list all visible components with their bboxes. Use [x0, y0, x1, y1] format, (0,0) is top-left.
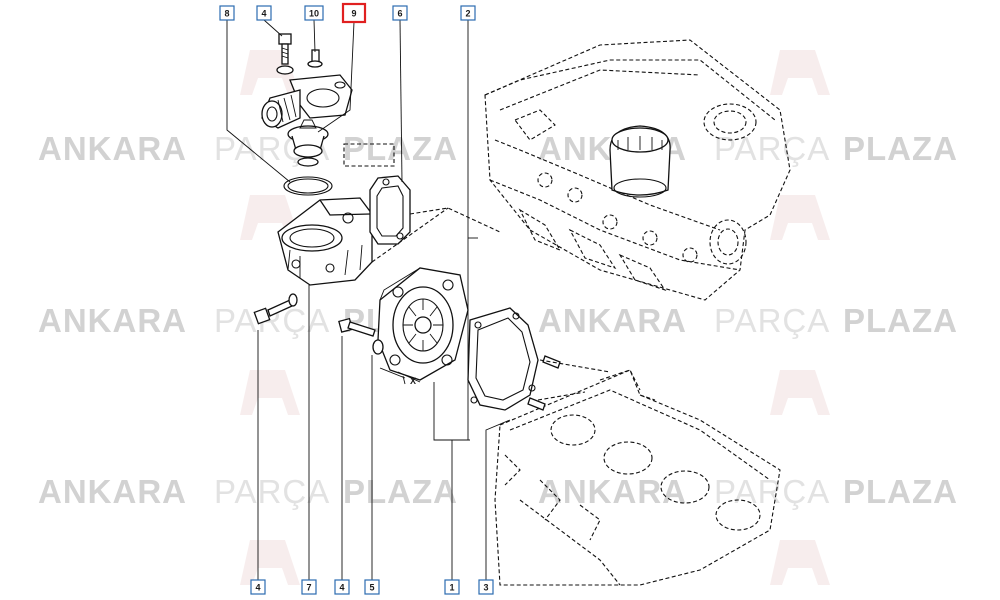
- bolt-housing: [253, 293, 298, 325]
- leader-lines: [226, 19, 611, 580]
- callout-8[interactable]: 8: [219, 5, 235, 21]
- callout-label: 1: [449, 583, 454, 593]
- bleed-screw: [307, 49, 323, 68]
- callout-6[interactable]: 6: [392, 5, 408, 21]
- callout-label: 9: [351, 9, 356, 19]
- thermostat: [287, 119, 329, 167]
- seal-ring: [283, 176, 333, 196]
- callout-label: 7: [306, 583, 311, 593]
- wm-word-3: PLAZA: [843, 130, 958, 167]
- watermark-row-1: ANKARA PARÇA PLAZA ANKARA PARÇA PLAZA: [38, 130, 958, 167]
- wm-word-3: PLAZA: [843, 473, 958, 510]
- dimension-x-label: X: [410, 376, 416, 386]
- housing-gasket: [369, 175, 411, 245]
- callout-4-top[interactable]: 4: [256, 5, 272, 21]
- water-outlet-housing: [261, 74, 353, 129]
- thermostat-assembly: [253, 33, 411, 325]
- callout-label: 4: [255, 583, 260, 593]
- wm-word-3: PLAZA: [343, 130, 458, 167]
- callout-label: 8: [224, 9, 229, 19]
- callout-1[interactable]: 1: [444, 579, 460, 595]
- callout-4-bottom-b[interactable]: 4: [334, 579, 350, 595]
- callout-3[interactable]: 3: [478, 579, 494, 595]
- wm-word-1: ANKARA: [538, 302, 687, 339]
- bolt-pump: [338, 317, 384, 355]
- callout-label: 4: [261, 9, 266, 19]
- cylinder-head-outline: [484, 39, 791, 301]
- engine-block-outline: [494, 369, 781, 586]
- bolt-top: [276, 33, 294, 75]
- thermostat-housing: [277, 197, 373, 286]
- wm-word-2: PARÇA: [714, 302, 830, 339]
- wm-word-1: ANKARA: [38, 130, 187, 167]
- callout-label: 10: [309, 9, 319, 19]
- water-pump: X: [338, 267, 469, 386]
- callout-2[interactable]: 2: [460, 5, 476, 21]
- watermark-monogram: [240, 50, 830, 585]
- callout-5[interactable]: 5: [364, 579, 380, 595]
- callout-row-bottom: 4 7 4 5 1 3: [250, 579, 494, 595]
- callout-label: 3: [483, 583, 488, 593]
- callout-label: 4: [339, 583, 344, 593]
- callout-7[interactable]: 7: [301, 579, 317, 595]
- callout-label: 6: [397, 9, 402, 19]
- sensor-placeholder: [343, 143, 395, 167]
- wm-word-2: PARÇA: [214, 473, 330, 510]
- callout-9-highlighted[interactable]: 9: [341, 2, 367, 24]
- wm-word-3: PLAZA: [343, 473, 458, 510]
- watermark-row-3: ANKARA PARÇA PLAZA ANKARA PARÇA PLAZA: [38, 473, 958, 510]
- wm-word-2: PARÇA: [714, 473, 830, 510]
- callout-row-top: 8 4 10 9 6 2: [219, 2, 476, 24]
- callout-label: 2: [465, 9, 470, 19]
- wm-word-1: ANKARA: [38, 302, 187, 339]
- wm-word-1: ANKARA: [538, 473, 687, 510]
- callout-4-bottom-a[interactable]: 4: [250, 579, 266, 595]
- water-pump-gasket: [467, 307, 561, 411]
- callout-10[interactable]: 10: [304, 5, 324, 21]
- wm-word-2: PARÇA: [714, 130, 830, 167]
- wm-word-1: ANKARA: [38, 473, 187, 510]
- callout-label: 5: [369, 583, 374, 593]
- wm-word-3: PLAZA: [843, 302, 958, 339]
